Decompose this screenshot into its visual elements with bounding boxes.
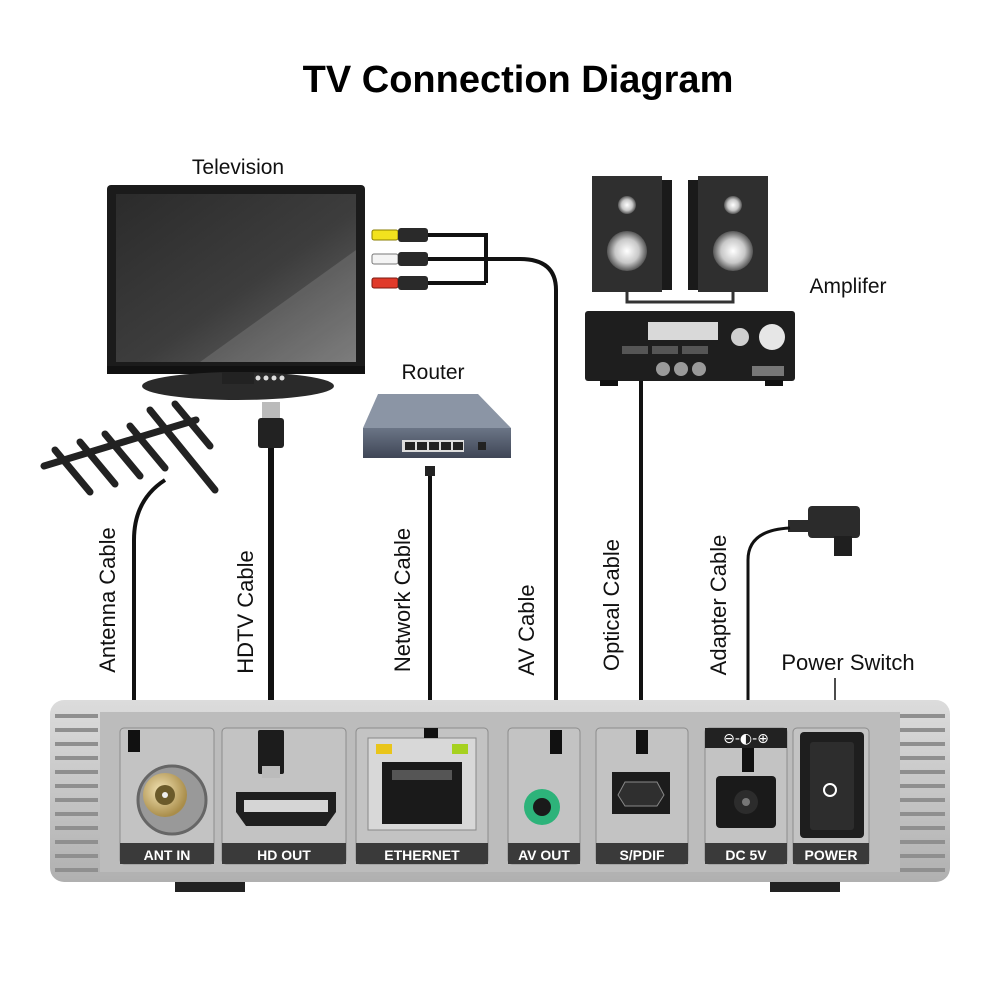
power-switch-label: Power Switch	[781, 650, 914, 675]
television: Television	[107, 156, 365, 400]
hdmi-plug-top	[258, 402, 284, 448]
dc-5v-label: DC 5V	[725, 847, 767, 863]
adapter-cable-label: Adapter Cable	[706, 535, 731, 676]
power-switch[interactable]: POWER	[792, 727, 870, 865]
spdif-label: S/PDIF	[619, 847, 665, 863]
antenna-cable-line	[132, 478, 167, 735]
hdmi-plug-bottom	[258, 730, 284, 774]
amplifier	[585, 311, 795, 386]
av-cable-label: AV Cable	[514, 584, 539, 675]
dc-5v-port[interactable]: ⊖-◐-⊕ DC 5V	[704, 727, 788, 865]
av-out-port[interactable]: AV OUT	[507, 727, 581, 865]
television-label: Television	[192, 156, 284, 179]
adapter-cable-line	[746, 526, 791, 735]
power-off-symbol	[823, 783, 837, 797]
speakers	[592, 176, 768, 304]
ethernet-port[interactable]: ETHERNET	[355, 727, 489, 865]
network-cable-label: Network Cable	[390, 528, 415, 672]
amplifier-label: Amplifer	[809, 275, 886, 298]
optical-cable-label: Optical Cable	[599, 539, 624, 671]
ethernet-label: ETHERNET	[384, 847, 460, 863]
antenna	[40, 400, 219, 496]
hd-out-label: HD OUT	[257, 847, 311, 863]
router-label: Router	[401, 361, 464, 384]
power-adapter	[788, 506, 860, 556]
ant-in-label: ANT IN	[144, 847, 191, 863]
rca-plugs	[371, 228, 428, 290]
polarity-symbol: ⊖-◐-⊕	[723, 731, 769, 747]
power-label: POWER	[805, 847, 858, 863]
av-cable-line	[428, 233, 558, 735]
ant-in-port[interactable]: ANT IN	[119, 727, 215, 865]
spdif-port[interactable]: S/PDIF	[595, 727, 689, 865]
diagram-title: TV Connection Diagram	[303, 59, 734, 101]
hd-out-port[interactable]: HD OUT	[221, 727, 347, 865]
av-out-label: AV OUT	[518, 847, 570, 863]
router	[363, 394, 511, 458]
hdtv-cable-label: HDTV Cable	[233, 550, 258, 673]
antenna-cable-label: Antenna Cable	[95, 527, 120, 673]
